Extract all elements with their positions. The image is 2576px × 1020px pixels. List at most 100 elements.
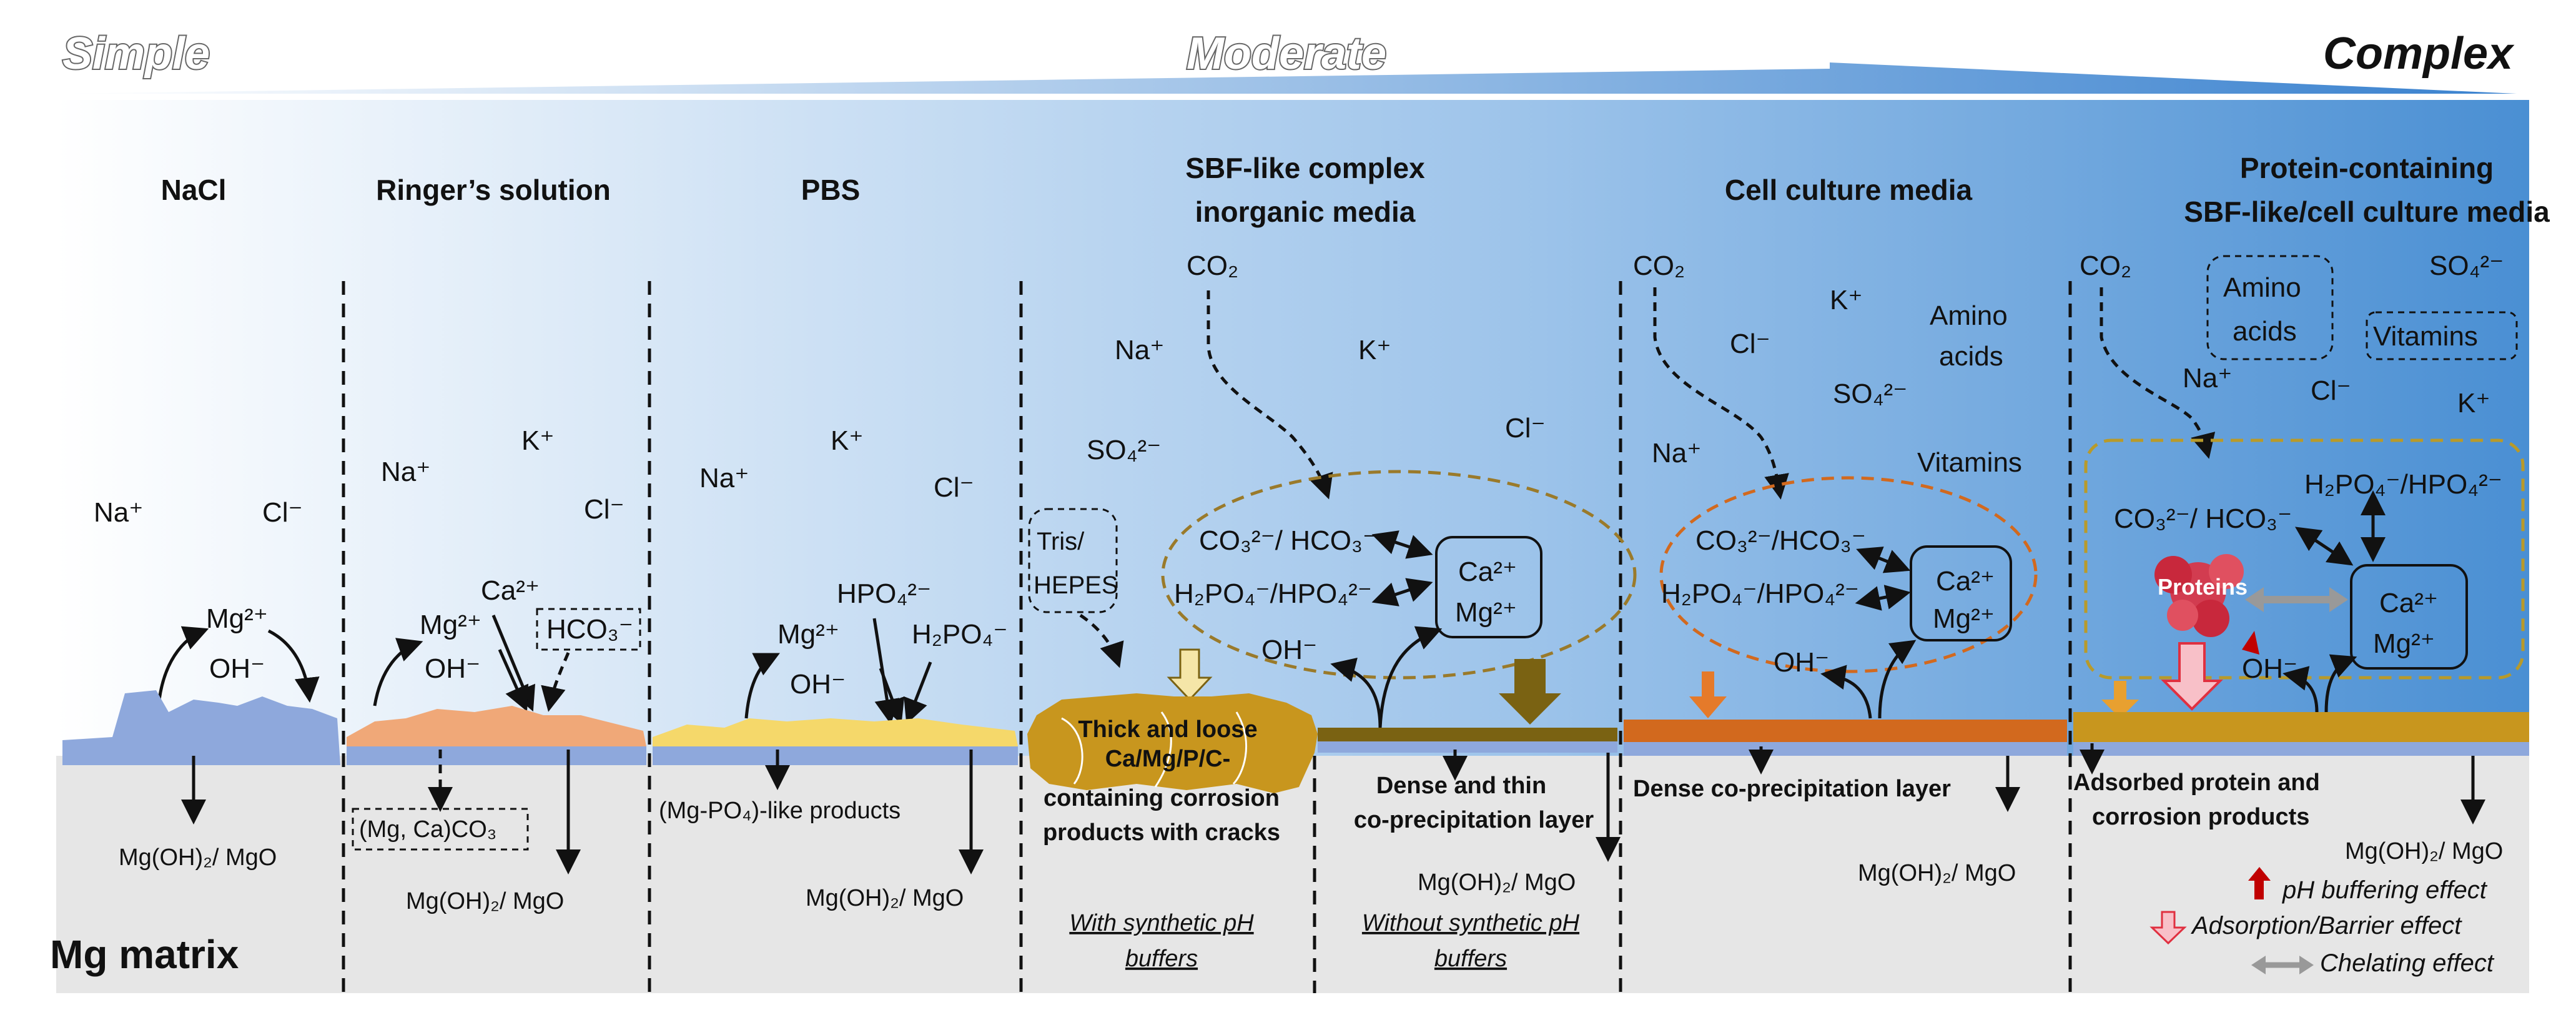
mg-hydroxide-layer <box>1624 742 2067 756</box>
ion-phosphate: H₂PO₄⁻/HPO₄²⁻ <box>2304 469 2502 500</box>
protein-precipitation-layer <box>2073 712 2529 742</box>
legend-buffer-icon <box>2254 878 2264 899</box>
arrow <box>373 638 423 706</box>
legend-chelating: Chelating effect <box>2320 949 2495 977</box>
ion-na: Na⁺ <box>1652 438 1701 468</box>
arrow <box>1079 613 1124 668</box>
pbs-layer <box>653 718 1018 746</box>
cation-box <box>1435 536 1542 638</box>
ion-k: K⁺ <box>1358 335 1391 365</box>
arrow <box>744 653 780 719</box>
ion-cl: Cl⁻ <box>1505 413 1546 443</box>
product-carbonate: (Mg, Ca)CO₃ <box>359 816 496 843</box>
legend-buffer-icon-head <box>2248 867 2271 881</box>
ion-so4: SO₄²⁻ <box>1087 435 1161 465</box>
ion-mg: Mg²⁺ <box>777 619 839 650</box>
ion-mg: Mg²⁺ <box>1933 603 1995 634</box>
reaction-ellipse <box>1659 476 2038 673</box>
ion-vitamins: Vitamins <box>1917 447 2022 478</box>
hco3-box <box>536 608 641 651</box>
ion-oh: OH⁻ <box>790 669 846 700</box>
ion-mg: Mg²⁺ <box>420 610 481 640</box>
legend-buffering: pH buffering effect <box>2282 876 2488 904</box>
arrow <box>157 626 209 700</box>
note-with-buffer-1: With synthetic pH <box>1069 910 1254 936</box>
arrow <box>904 661 932 725</box>
ion-mg: Mg²⁺ <box>206 603 268 634</box>
arrow <box>1371 530 1433 559</box>
ion-k: K⁺ <box>831 425 864 456</box>
mg-hydroxide-layer <box>1318 741 1617 753</box>
buffer-hepes: HEPES <box>1034 572 1118 599</box>
ion-ca: Ca²⁺ <box>1936 566 1995 597</box>
ion-cl: Cl⁻ <box>1730 329 1770 359</box>
arrow <box>1856 547 1911 573</box>
scale-simple: Simple <box>62 29 210 79</box>
cation-box <box>2350 564 2468 670</box>
ion-h2po4: H₂PO₄⁻ <box>912 619 1008 650</box>
ion-co2: CO₂ <box>1633 250 1685 281</box>
ion-oh: OH⁻ <box>425 653 480 684</box>
buffer-tris: Tris/ <box>1037 528 1085 555</box>
arrow <box>1207 290 1333 500</box>
ion-na: Na⁺ <box>381 457 430 487</box>
legend-chelating-icon <box>2251 956 2314 974</box>
arrow <box>1330 657 1382 728</box>
legend-barrier-icon <box>2149 911 2187 945</box>
arrow <box>1820 665 1872 719</box>
matrix-label: Mg matrix <box>50 932 239 977</box>
arrow <box>267 629 320 703</box>
scale-moderate: Moderate <box>1187 29 1386 79</box>
product-sbf: Mg(OH)₂/ MgO <box>1418 869 1576 896</box>
legend-barrier: Adsorption/Barrier effect <box>2191 912 2462 939</box>
arrow <box>2282 666 2319 713</box>
protein-label: Proteins <box>2158 574 2248 600</box>
arrow <box>541 652 570 712</box>
ion-na: Na⁺ <box>2183 363 2232 394</box>
ion-hpo4: HPO₄²⁻ <box>837 578 931 609</box>
arrow <box>1653 287 1789 500</box>
arrow <box>2100 287 2216 459</box>
note-without-buffer-1: Without synthetic pH <box>1362 910 1580 936</box>
reaction-ellipse <box>1161 470 1637 680</box>
ion-amino-2: acids <box>2233 316 2297 347</box>
chelating-arrow <box>2245 587 2348 612</box>
mg-hydroxide-layer <box>347 746 646 765</box>
note-without-buffer-2: buffers <box>1434 946 1507 972</box>
adsorption-arrow <box>1167 648 1213 701</box>
arrow <box>498 648 529 712</box>
mg-hydroxide-layer <box>2073 742 2529 756</box>
ion-na: Na⁺ <box>699 463 749 493</box>
arrow <box>879 668 905 725</box>
layer-loose-3: containing corrosion <box>1044 785 1280 811</box>
ion-cl: Cl⁻ <box>934 472 974 503</box>
ion-carbonate: CO₃²⁻/HCO₃⁻ <box>1695 525 1866 556</box>
title-pbs: PBS <box>801 174 861 206</box>
ion-so4: SO₄²⁻ <box>1833 379 1907 409</box>
ion-phosphate: H₂PO₄⁻/HPO₄²⁻ <box>1661 578 1859 609</box>
title-sbf-1: SBF-like complex <box>1185 152 1425 184</box>
ion-na: Na⁺ <box>1115 335 1164 365</box>
ion-k: K⁺ <box>521 425 555 456</box>
title-sbf-2: inorganic media <box>1195 196 1416 228</box>
ion-oh: OH⁻ <box>2242 653 2297 684</box>
precipitation-arrow <box>1499 659 1561 725</box>
adsorption-arrow <box>2101 681 2139 718</box>
ion-co2: CO₂ <box>2080 250 2131 281</box>
layer-loose-4: products with cracks <box>1043 819 1280 846</box>
ion-phosphate: H₂PO₄⁻/HPO₄²⁻ <box>1174 578 1372 609</box>
carbonate-box <box>352 808 529 851</box>
title-ringer: Ringer’s solution <box>376 174 611 206</box>
buffering-arrow <box>2242 631 2259 655</box>
ion-vitamins: Vitamins <box>2373 321 2478 352</box>
title-nacl: NaCl <box>161 174 227 206</box>
product-phosphate: (Mg-PO₄)-like products <box>659 798 901 824</box>
adsorption-arrow <box>1689 671 1727 718</box>
product-protein: Mg(OH)₂/ MgO <box>2345 838 2503 864</box>
ion-so4: SO₄²⁻ <box>2429 250 2504 281</box>
ion-k: K⁺ <box>2457 388 2490 418</box>
barrier-arrow <box>2161 642 2223 711</box>
mg-hydroxide-layer <box>653 746 1018 765</box>
arrow <box>1378 626 1443 728</box>
buffer-box <box>1028 508 1118 613</box>
